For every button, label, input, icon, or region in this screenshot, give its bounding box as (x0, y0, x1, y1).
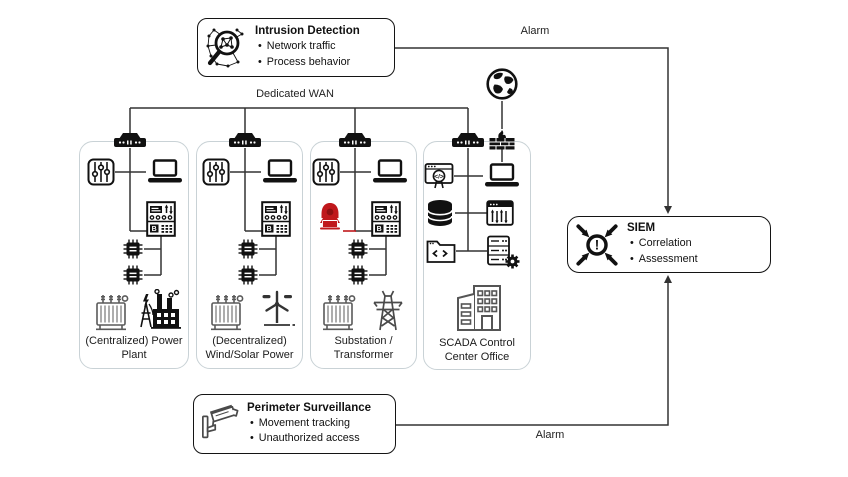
intrusion-detection-title: Intrusion Detection (255, 25, 360, 38)
site-label-substation: Substation /Transformer (333, 335, 394, 362)
chip-icon (123, 265, 143, 285)
siem-title: SIEM (627, 222, 656, 235)
firewall-icon (489, 130, 515, 150)
server-gear-icon (486, 235, 520, 269)
cctv-camera-icon (200, 401, 240, 447)
alarm-label-bottom: Alarm (535, 429, 565, 441)
chip-icon (238, 239, 258, 259)
globe-icon (485, 67, 519, 101)
transformer-icon (207, 292, 245, 332)
compress-alert-icon (574, 222, 620, 268)
wan-drop-lines (129, 108, 469, 133)
sliders-window-icon (486, 200, 514, 226)
code-folder-icon (426, 238, 456, 264)
arrowhead-down (664, 206, 672, 214)
site-label-decentralized: (Decentralized)Wind/Solar Power (205, 335, 294, 362)
chip-icon (123, 239, 143, 259)
app-code-cert-icon (424, 161, 454, 191)
database-icon (425, 198, 455, 228)
chip-icon (348, 239, 368, 259)
transformer-icon (319, 292, 357, 332)
transformer-icon (92, 292, 130, 332)
chip-icon (348, 265, 368, 285)
perimeter-title: Perimeter Surveillance (247, 401, 372, 414)
power-plant-icon (137, 289, 181, 331)
wind-turbine-icon (257, 289, 297, 329)
laptop-icon (145, 159, 185, 185)
laptop-icon (260, 159, 300, 185)
control-panel-icon (202, 158, 230, 186)
rtu-icon (371, 201, 401, 237)
pylon-icon (366, 287, 410, 331)
arrowhead-up (664, 275, 672, 283)
router-icon (337, 132, 373, 148)
control-panel-icon (87, 158, 115, 186)
perimeter-item-1: Movement tracking (247, 416, 371, 431)
network-magnifier-icon (204, 26, 248, 70)
chip-icon (238, 265, 258, 285)
router-icon (450, 132, 486, 148)
siem-item-2: Assessment (627, 252, 698, 267)
rtu-icon (261, 201, 291, 237)
intrusion-detection-box: Intrusion Detection Network traffic Proc… (197, 18, 395, 77)
alarm-label-top: Alarm (520, 25, 550, 37)
siem-box: SIEM Correlation Assessment (567, 216, 771, 273)
perimeter-surveillance-box: Perimeter Surveillance Movement tracking… (193, 394, 396, 454)
laptop-icon (370, 159, 410, 185)
intrusion-item-2: Process behavior (255, 55, 360, 70)
wan-label: Dedicated WAN (256, 88, 334, 100)
perimeter-item-2: Unauthorized access (247, 431, 371, 446)
rtu-icon (146, 201, 176, 237)
office-building-icon (452, 284, 504, 332)
intrusion-item-1: Network traffic (255, 39, 360, 54)
control-panel-icon (312, 158, 340, 186)
router-icon (112, 132, 148, 148)
laptop-icon (482, 163, 522, 189)
hacker-icon (314, 202, 346, 230)
siem-item-1: Correlation (627, 236, 698, 251)
router-icon (227, 132, 263, 148)
